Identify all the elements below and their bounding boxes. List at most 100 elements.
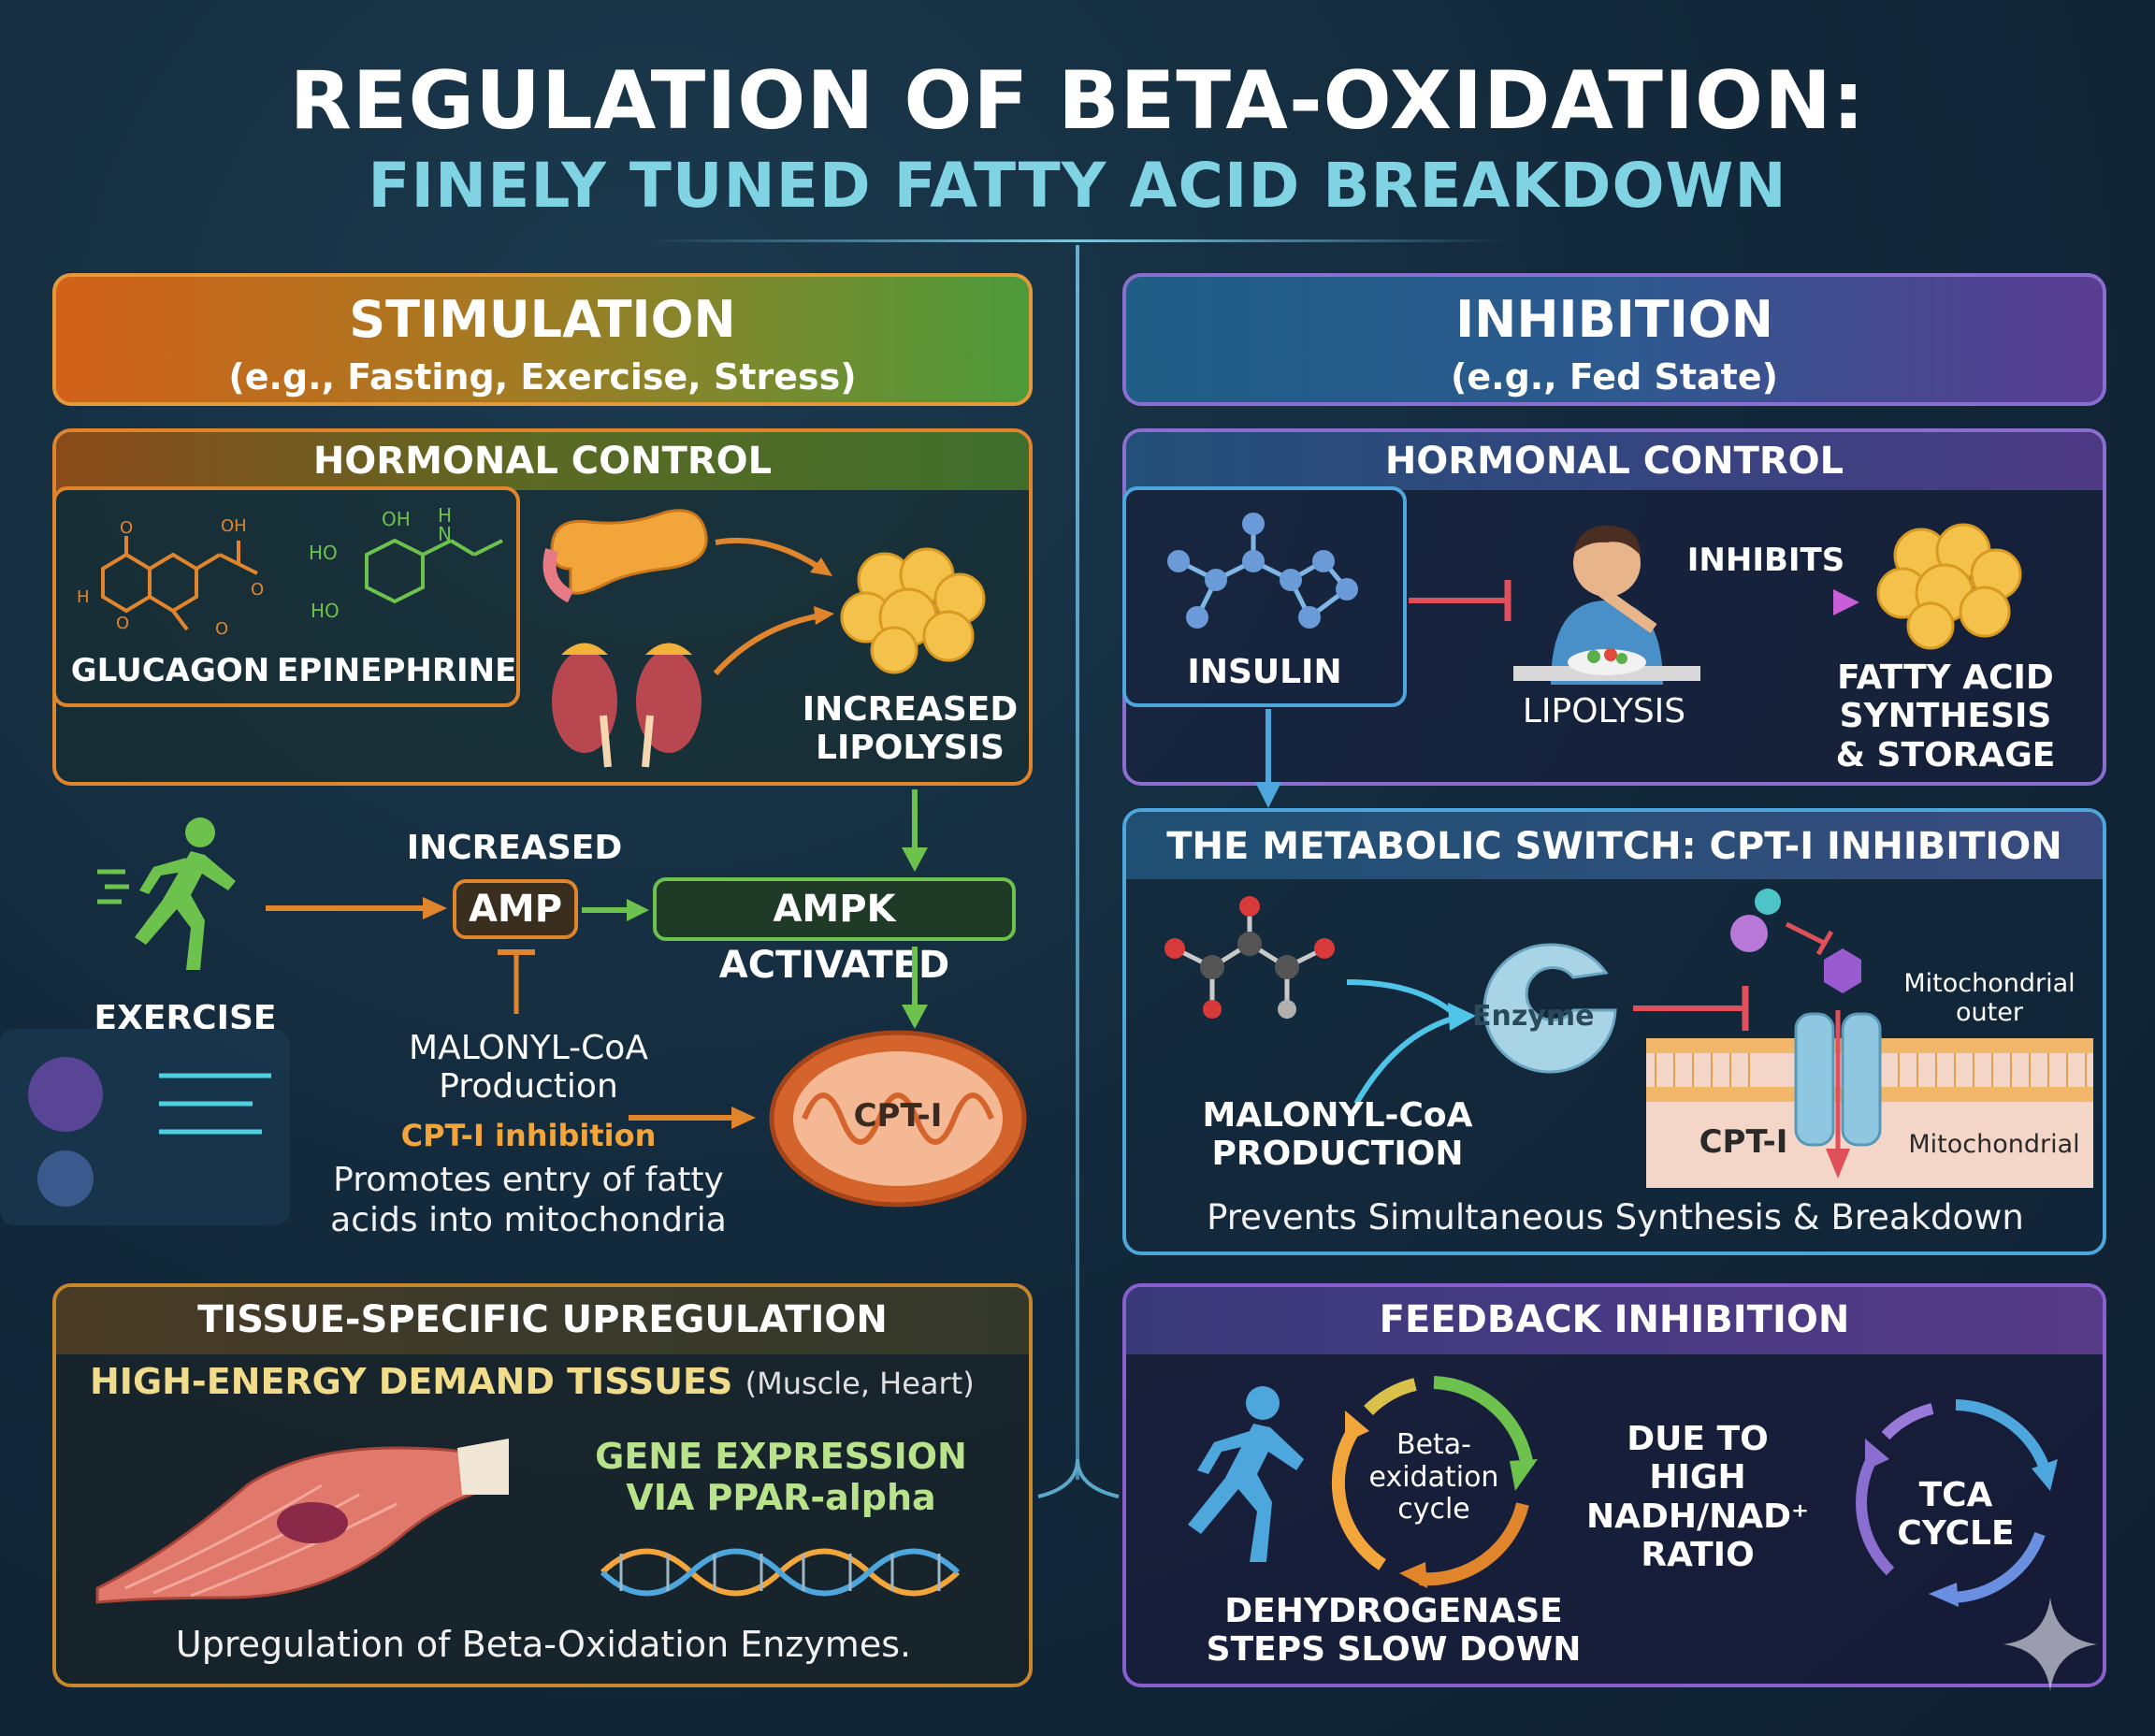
tissue-title: TISSUE-SPECIFIC UPREGULATION [197,1298,888,1341]
svg-text:HO: HO [309,542,338,564]
dehydro-line2: STEPS SLOW DOWN [1206,1630,1582,1670]
due-line4: RATIO [1641,1536,1755,1575]
mito-outer-label: Mitochondrial outer [1882,969,2097,1027]
metabolic-switch-bar [1126,812,2103,879]
feedback-title: FEEDBACK INHIBITION [1379,1298,1850,1341]
promotes-line1: Promotes entry of fatty [333,1161,724,1199]
mitochondria-icon [769,1030,1027,1208]
amp-box: AMP [453,879,578,939]
insulin-molecule-icon [1167,513,1358,629]
inhibition-subtitle: (e.g., Fed State) [1451,356,1778,398]
glucagon-molecule-icon: O OH O H O O [77,516,264,639]
high-energy-demand: HIGH-ENERGY DEMAND TISSUES [90,1361,733,1402]
enzyme-icon [1482,943,1617,1074]
malonyl-right-line1: MALONYL-CoA [1202,1096,1473,1135]
mito-outer-line1: Mitochondrial [1903,969,2075,998]
stim-hormone-molecules-box [52,486,520,707]
cpt-mitochondria-label: CPT-I [853,1097,943,1135]
glucagon-label: GLUCAGON [70,652,270,689]
malonyl-line2: Production [439,1067,618,1107]
malonyl-production-right-label: MALONYL-CoA PRODUCTION [1169,1096,1506,1174]
due-line3: NADH/NAD⁺ [1585,1497,1810,1536]
malonyl-production-label: MALONYL-CoA Production [355,1029,701,1107]
epinephrine-label: EPINEPHRINE [277,652,517,689]
tca-label: TCA CYCLE [1876,1476,2035,1554]
malonyl-line1: MALONYL-CoA [409,1029,648,1067]
fat-cell-icon-right [1876,523,2022,650]
inhibits-arrow [1695,589,1859,615]
increased-lipolysis-line2: LIPOLYSIS [816,729,1005,768]
decorative-screen-icon [0,1029,290,1225]
svg-text:O: O [116,614,129,633]
metabolic-switch-panel: THE METABOLIC SWITCH: CPT-I INHIBITION [1122,808,2106,1255]
inh-hormonal-title: HORMONAL CONTROL [1384,440,1844,483]
svg-text:O: O [251,580,264,600]
svg-text:OH: OH [382,508,411,530]
inhibition-header: INHIBITION (e.g., Fed State) [1122,273,2106,406]
svg-text:O: O [120,518,133,538]
title-divider [645,239,1510,242]
svg-text:HO: HO [311,600,340,622]
insulin-label: INSULIN [1187,653,1342,691]
tca-cycle-icon [1855,1399,2058,1607]
due-to-label: DUE TO HIGH NADH/NAD⁺ RATIO [1543,1420,1852,1575]
page-subtitle: FINELY TUNED FATTY ACID BREAKDOWN [368,150,1787,222]
tca-line2: CYCLE [1897,1514,2015,1554]
insulin-inhibits-lipolysis-icon [1409,580,1511,621]
cpt-inhibition-label: CPT-I inhibition [400,1118,657,1153]
gene-expression-label: GENE EXPRESSION VIA PPAR-alpha [580,1436,982,1518]
fa-synthesis-label: FATTY ACID SYNTHESIS & STORAGE [1815,658,2076,774]
kidney-adrenal-icon [552,643,701,768]
small-molecules-icon [1730,889,1861,993]
due-line2: HIGH [1649,1458,1746,1497]
hormone-to-fat-arrows [713,538,834,676]
inhibits-label: INHIBITS [1686,542,1845,579]
mitochondrial-membrane-icon [1646,1010,2093,1188]
exercise-to-amp-arrow [266,897,447,919]
mito-outer-line2: outer [1956,998,2023,1028]
high-energy-label: HIGH-ENERGY DEMAND TISSUES (Muscle, Hear… [90,1361,1025,1403]
tissue-bar [56,1287,1029,1354]
malonyl-to-enzyme-arrow [1346,979,1476,1106]
cpt-membrane-label: CPT-I [1699,1123,1788,1161]
dehydrogenase-label: DEHYDROGENASE STEPS SLOW DOWN [1188,1592,1599,1670]
enzyme-label: Enzyme [1472,1000,1595,1033]
svg-text:OH: OH [221,516,247,536]
center-divider-line [1076,245,1079,1480]
dehydro-line1: DEHYDROGENASE [1224,1592,1563,1630]
due-line1: DUE TO [1627,1420,1769,1458]
fa-synth-line2: SYNTHESIS [1839,697,2052,736]
high-energy-note: (Muscle, Heart) [745,1366,975,1401]
beta-cycle-label: Beta- exidation cycle [1347,1428,1521,1526]
sparkle-icon [2003,1598,2097,1691]
tca-line1: TCA [1918,1476,1993,1514]
enzyme-inhibits-cpt-icon [1633,986,1749,1031]
lipolysis-to-ampk-arrow [902,789,928,872]
promotes-entry-label: Promotes entry of fatty acids into mitoc… [299,1160,758,1240]
fat-cell-icon [840,547,986,674]
promotes-line2: acids into mitochondria [330,1201,727,1240]
svg-text:H: H [77,587,90,607]
stimulation-title: STIMULATION [349,290,736,349]
tissue-panel: TISSUE-SPECIFIC UPREGULATION [52,1283,1033,1687]
inh-hormonal-bar [1126,432,2103,490]
increased-amp-label: INCREASED [406,829,623,867]
svg-text:O: O [215,619,228,639]
feedback-panel: FEEDBACK INHIBITION [1122,1283,2106,1687]
amp-inhibits-malonyl-icon [498,949,535,1014]
mito-inner-label: Mitochondrial [1908,1130,2080,1159]
amp-to-ampk-arrow [582,899,649,921]
metabolic-switch-title: THE METABOLIC SWITCH: CPT-I INHIBITION [1166,825,2062,868]
prevents-label: Prevents Simultaneous Synthesis & Breakd… [1207,1197,2024,1237]
ampk-activated-box: AMPK ACTIVATED [653,877,1016,987]
lipolysis-label: LIPOLYSIS [1522,692,1686,731]
fa-synth-line3: & STORAGE [1835,735,2056,774]
person-eating-icon [1513,525,1700,685]
stimulation-subtitle: (e.g., Fasting, Exercise, Stress) [228,356,857,398]
stim-hormonal-title: HORMONAL CONTROL [312,440,773,483]
feedback-bar [1126,1287,2103,1354]
malonyl-molecule-icon [1164,896,1335,1019]
page-title: REGULATION OF BETA-OXIDATION: [289,54,1866,148]
